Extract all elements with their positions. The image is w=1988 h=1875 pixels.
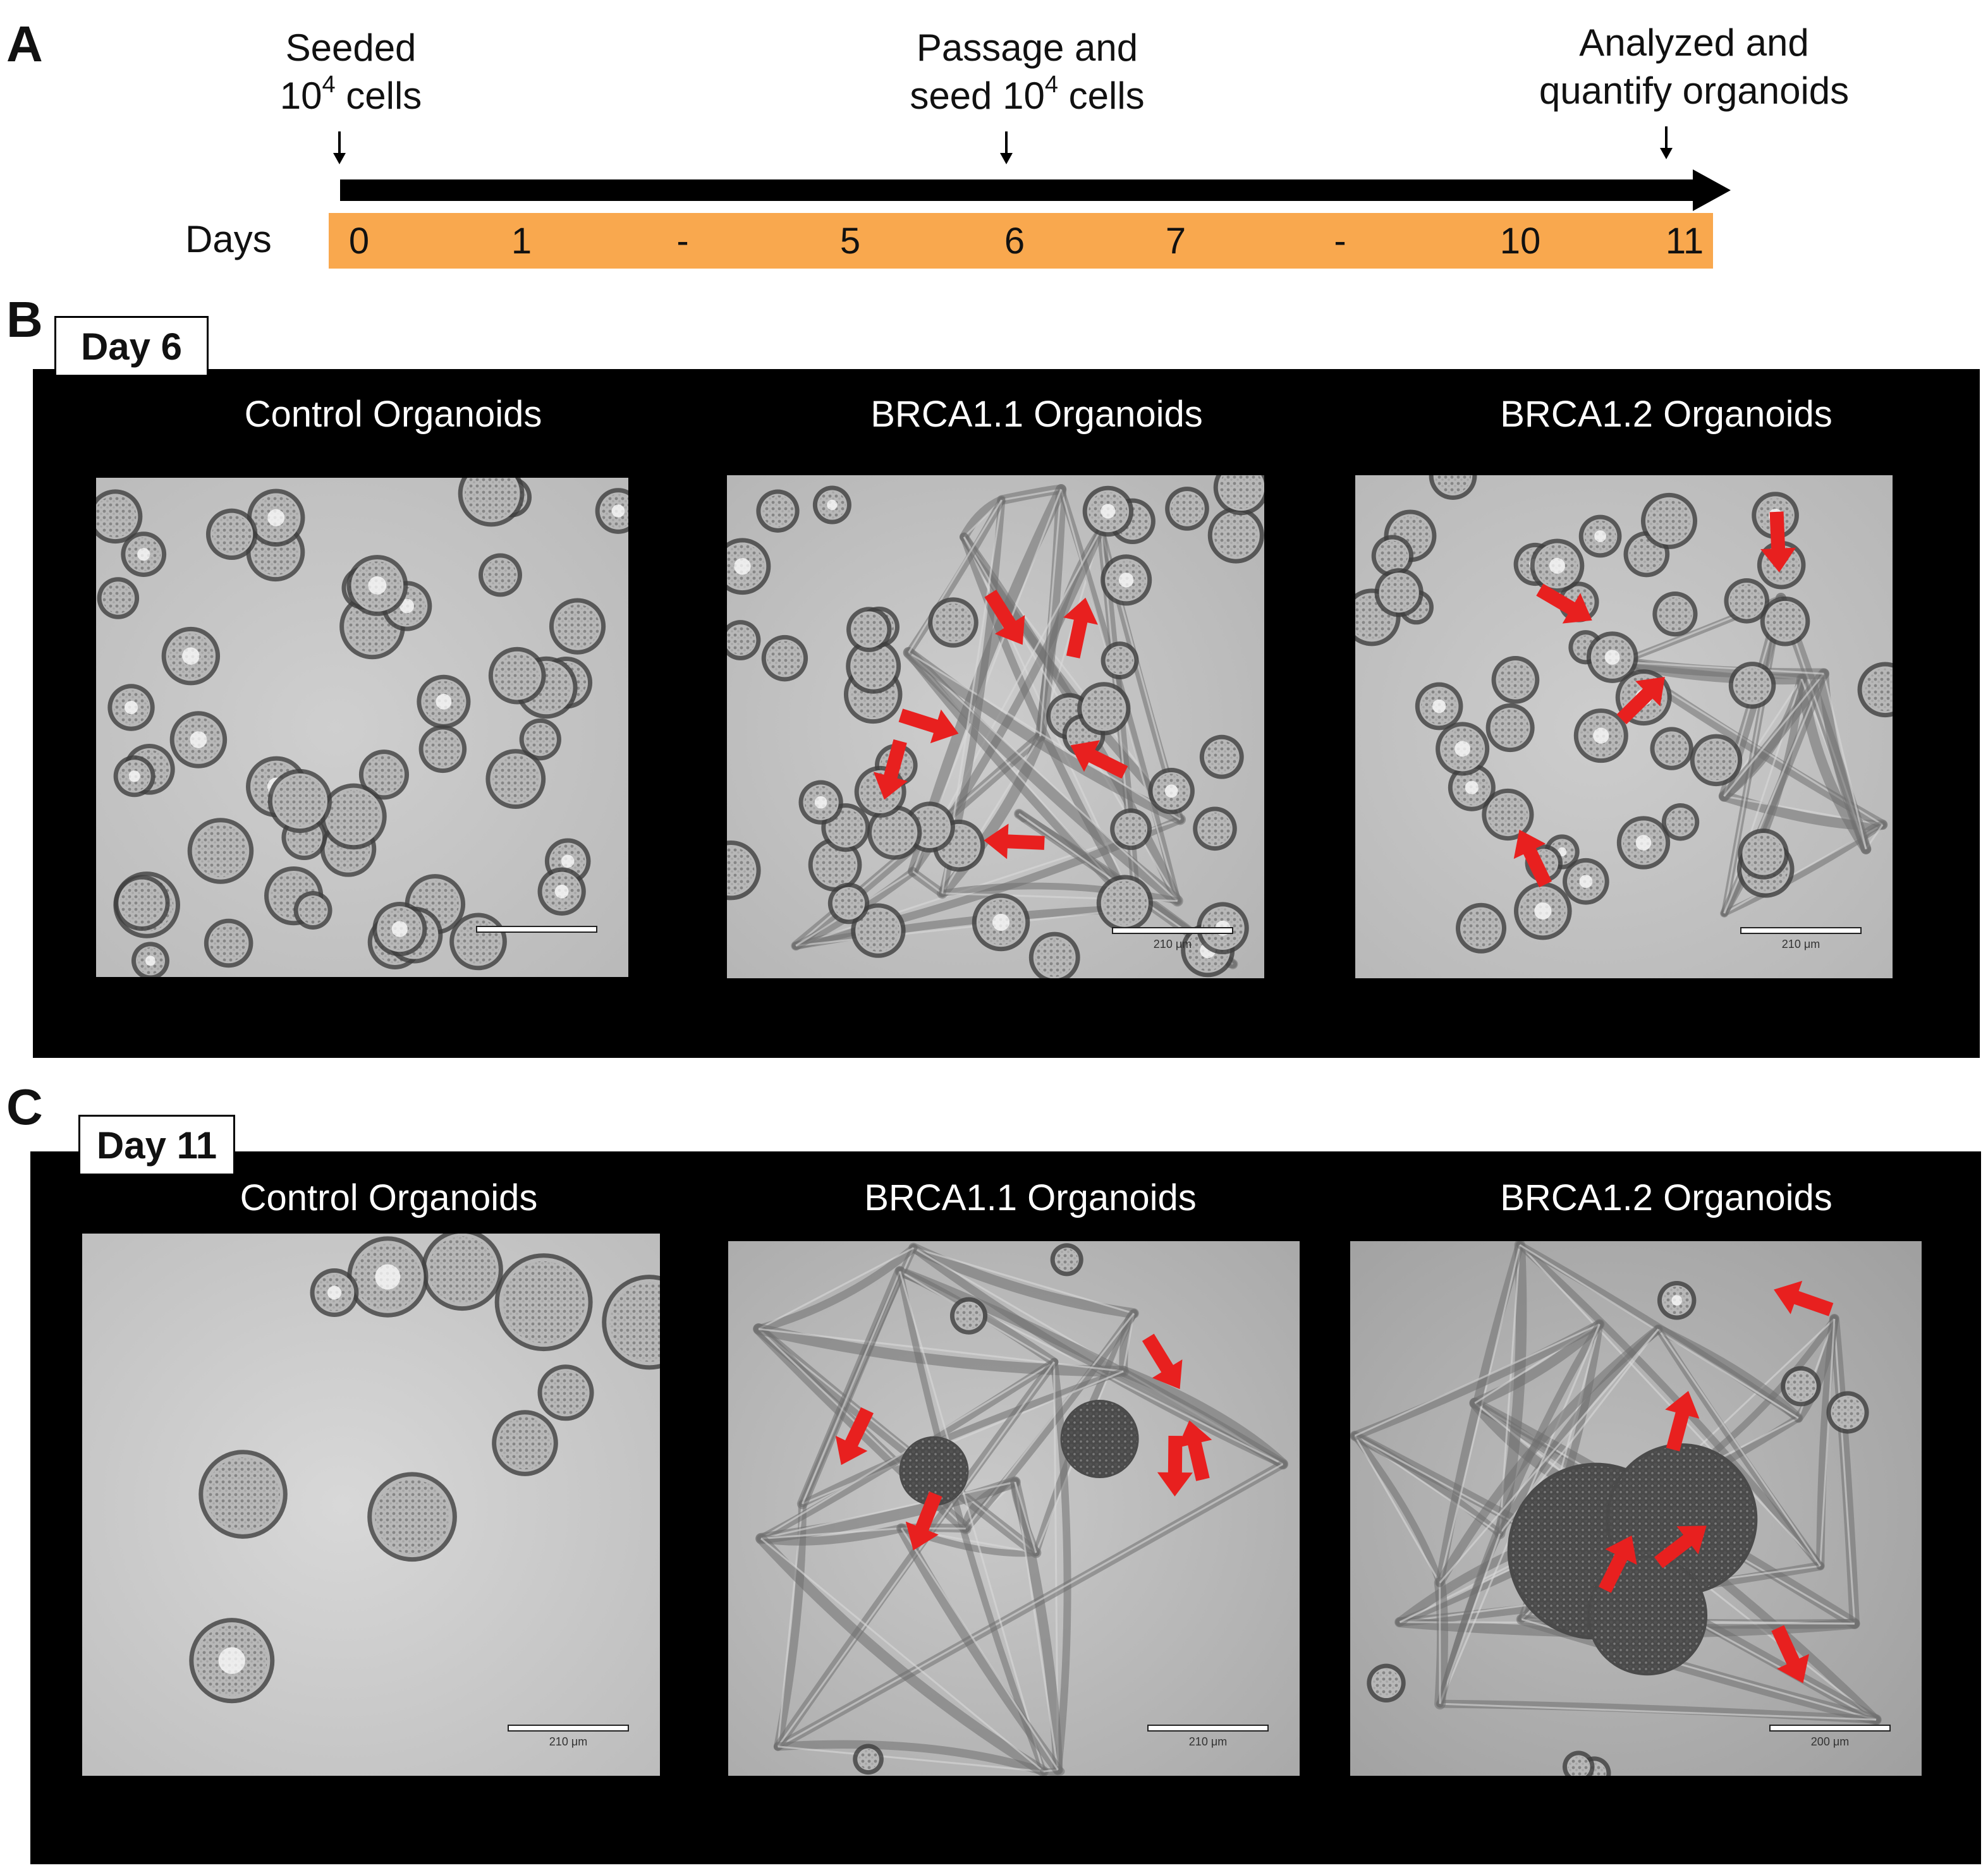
red-arrow-icon (873, 739, 908, 800)
day-tick-3: 5 (839, 220, 861, 262)
day-tick-6: - (1334, 220, 1346, 262)
red-arrow-icon (984, 823, 1045, 859)
red-arrow-icon (1760, 511, 1796, 573)
red-arrow-icon (1142, 1333, 1183, 1390)
event-passage-line1: Passage and (916, 27, 1138, 69)
c0-image: 210 μm (82, 1234, 660, 1776)
red-arrow-icon (1536, 583, 1592, 624)
red-arrow-icon (1616, 677, 1665, 725)
panel-c-brca1-2-micrograph: 200 μm (1350, 1241, 1922, 1776)
panel-b-title-brca1-2: BRCA1.2 Organoids (1500, 394, 1832, 435)
panel-c-control-micrograph: 210 μm (82, 1234, 660, 1776)
red-arrow-icon (984, 590, 1025, 645)
red-arrow-icon (905, 1491, 942, 1551)
event-seeded-line1: Seeded (285, 27, 417, 69)
red-arrow-icon (1598, 1535, 1637, 1593)
day-tick-8: 11 (1665, 220, 1704, 262)
event-analyzed-line1: Analyzed and (1579, 21, 1809, 64)
red-arrow-icon (1157, 1435, 1193, 1497)
red-arrow-icon (1513, 829, 1552, 888)
red-arrow-icon (1774, 1280, 1834, 1316)
days-label: Days (185, 218, 272, 260)
analyzed-down-arrow-icon (1660, 126, 1673, 159)
timeline-arrow-icon (340, 169, 1731, 211)
event-analyzed-label: Analyzed and quantify organoids (1504, 19, 1884, 115)
passage-down-arrow-icon (1000, 131, 1013, 164)
panel-b-brca1-2-micrograph: 210 μm (1355, 475, 1893, 978)
day-tick-0: 0 (348, 220, 370, 262)
day-tick-1: 1 (511, 220, 532, 262)
event-seeded-label: Seeded 104 cells (250, 24, 452, 120)
scale-bar-label: 200 μm (1811, 1735, 1849, 1748)
day-tick-7: 10 (1499, 220, 1541, 262)
red-arrow-icon (1665, 1390, 1700, 1452)
scale-bar-label: 210 μm (1154, 938, 1192, 950)
panel-a-letter: A (6, 16, 43, 72)
seeded-down-arrow-icon (333, 131, 346, 164)
day-tick-2: - (676, 220, 689, 262)
panel-c-title-control: Control Organoids (240, 1177, 538, 1218)
panel-b-brca1-1-micrograph: 210 μm (727, 475, 1264, 978)
scale-bar-label: 210 μm (549, 1735, 587, 1748)
panel-c-title-brca1-1: BRCA1.1 Organoids (864, 1177, 1197, 1218)
b1-image: 210 μm (727, 475, 1264, 978)
day-tick-4: 6 (1004, 220, 1025, 262)
panel-c-brca1-1-micrograph: 210 μm (728, 1241, 1300, 1776)
red-arrow-icon (835, 1407, 874, 1465)
day-tick-5: 7 (1165, 220, 1186, 262)
event-seeded-line2: 104 cells (279, 71, 422, 117)
panel-b-title-control: Control Organoids (244, 394, 542, 435)
panel-b-control-micrograph (96, 478, 628, 977)
red-arrow-icon (1771, 1625, 1809, 1684)
panel-b-letter: B (6, 291, 43, 348)
c2-image: 200 μm (1350, 1241, 1922, 1776)
red-arrow-icon (1654, 1526, 1707, 1569)
red-arrow-icon (1070, 740, 1128, 779)
c1-image: 210 μm (728, 1241, 1300, 1776)
panel-c-title-brca1-2: BRCA1.2 Organoids (1500, 1177, 1832, 1218)
panel-c-letter: C (6, 1079, 43, 1135)
event-analyzed-line2: quantify organoids (1539, 70, 1850, 112)
panel-b-day-tag: Day 6 (54, 316, 209, 377)
red-arrow-icon (1063, 597, 1098, 658)
red-arrow-icon (898, 708, 959, 744)
b0-image (96, 478, 628, 977)
event-passage-line2: seed 104 cells (910, 71, 1145, 117)
scale-bar-label: 210 μm (1782, 938, 1820, 950)
scale-bar-label: 210 μm (1189, 1735, 1227, 1748)
red-arrow-icon (1177, 1420, 1212, 1481)
days-timeline-bar: 0 1 - 5 6 7 - 10 11 (329, 213, 1713, 269)
panel-b-title-brca1-1: BRCA1.1 Organoids (870, 394, 1203, 435)
event-passage-label: Passage and seed 104 cells (872, 24, 1182, 120)
panel-c-day-tag: Day 11 (78, 1115, 235, 1175)
b2-image: 210 μm (1355, 475, 1893, 978)
